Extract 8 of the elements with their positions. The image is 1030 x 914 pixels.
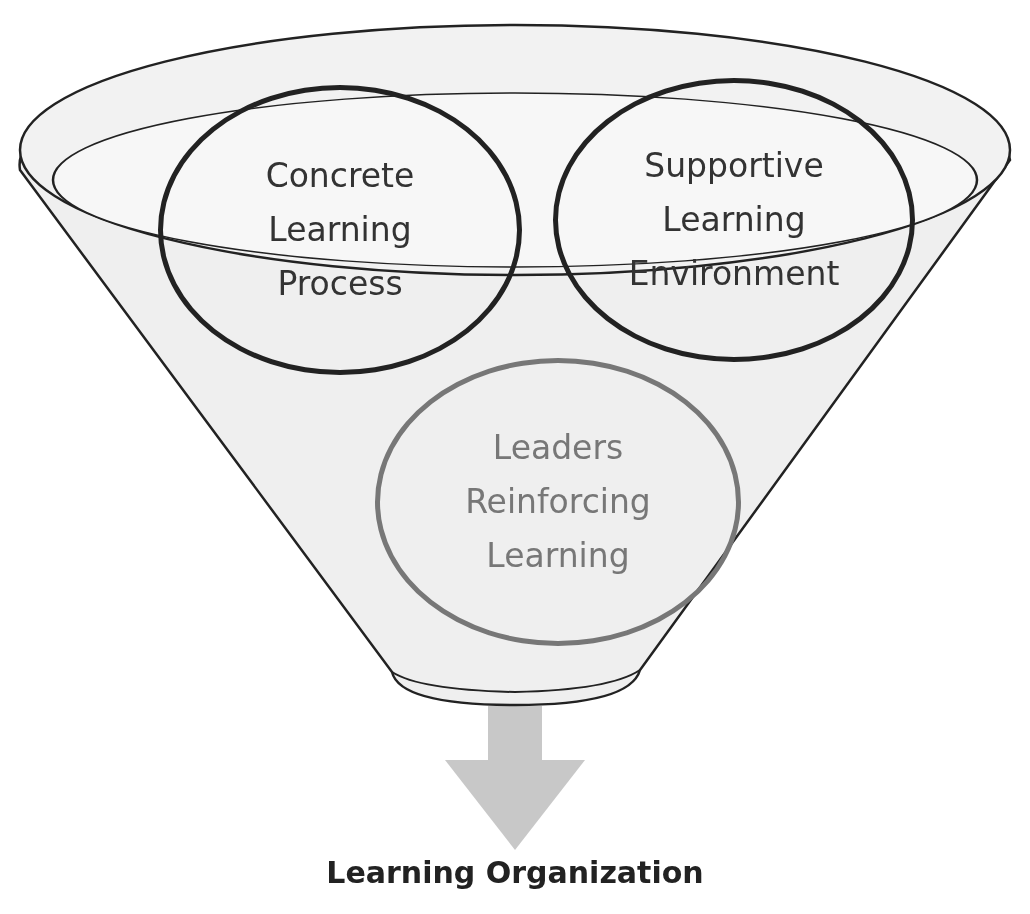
circle-node: [375, 358, 741, 646]
flow-arrow: [445, 706, 585, 850]
result-label: Learning Organization: [326, 855, 704, 890]
node-label: Concrete Learning Process: [264, 155, 416, 305]
node-label: Leaders Reinforcing Learning: [464, 427, 652, 577]
circle-node: [553, 78, 915, 362]
node-label: Supportive Learning Environment: [627, 145, 841, 295]
circle-node: [158, 85, 522, 375]
